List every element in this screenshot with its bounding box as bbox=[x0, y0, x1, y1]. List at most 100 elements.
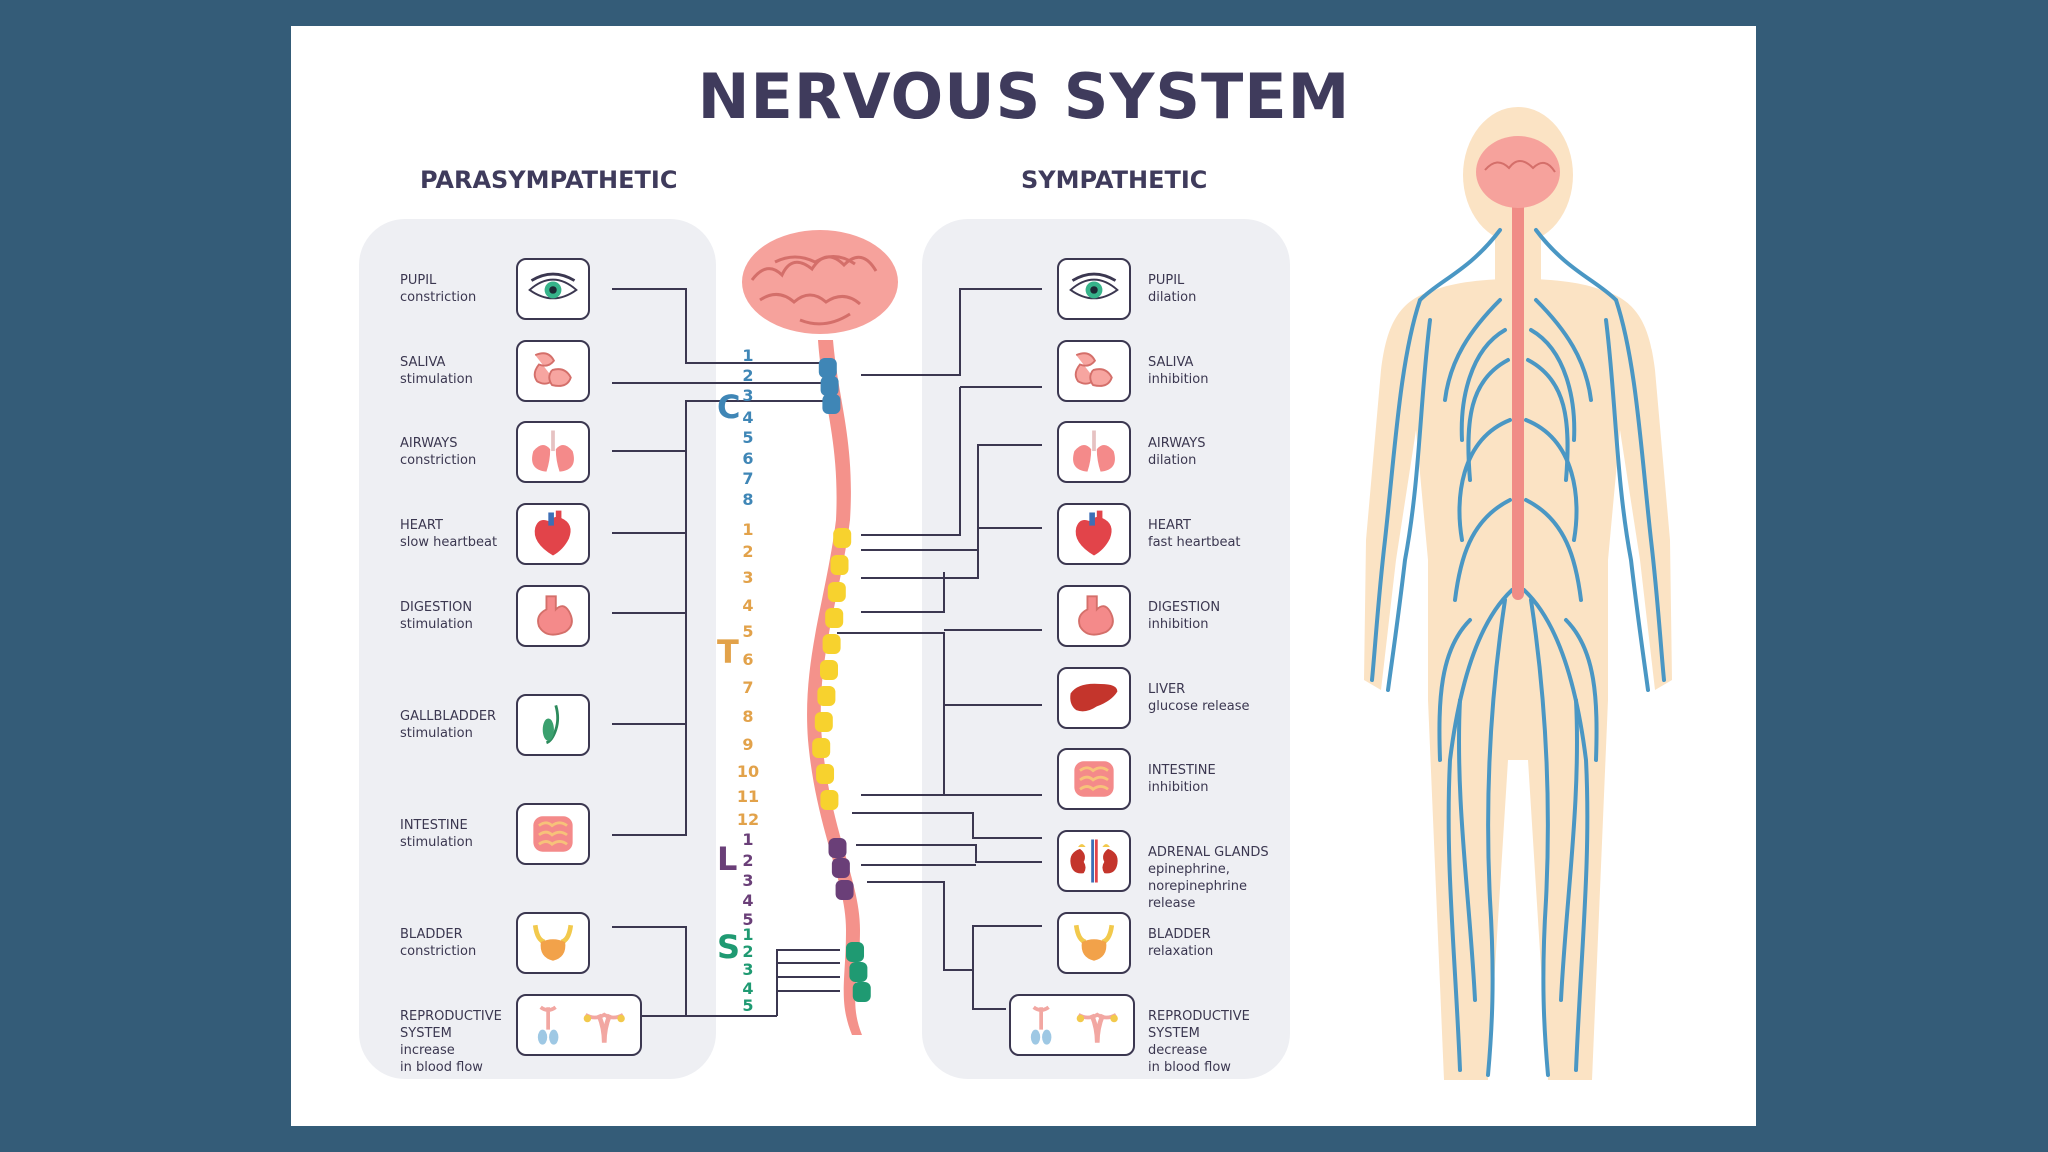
vertebra-number: 2 bbox=[742, 942, 754, 961]
reproductive-icon bbox=[516, 994, 642, 1056]
vertebra-number: 5 bbox=[742, 622, 754, 641]
para-label-pupil: PUPIL constriction bbox=[400, 272, 476, 306]
label-effect: slow heartbeat bbox=[400, 535, 498, 550]
spine-region-letter: L bbox=[717, 840, 738, 878]
vertebra-segment bbox=[822, 394, 841, 414]
lungs-icon bbox=[1057, 421, 1131, 483]
label-name: LIVER bbox=[1148, 682, 1186, 697]
symp-label-adrenal-glands: ADRENAL GLANDS epinephrine, norepinephrine… bbox=[1148, 844, 1269, 912]
vertebra-number: 4 bbox=[742, 596, 754, 615]
page-title: NERVOUS SYSTEM bbox=[697, 60, 1351, 133]
bladder-icon bbox=[516, 912, 590, 974]
vertebra-number: 8 bbox=[742, 490, 754, 509]
spine-region-letter: S bbox=[717, 928, 741, 966]
intestine-icon bbox=[1057, 748, 1131, 810]
label-name: BLADDER bbox=[1148, 927, 1211, 942]
vertebra-segment bbox=[814, 712, 833, 732]
label-effect: dilation bbox=[1148, 290, 1197, 305]
label-effect: decrease bbox=[1148, 1043, 1208, 1058]
body-brain bbox=[1476, 136, 1560, 208]
label-effect: epinephrine, bbox=[1148, 862, 1230, 877]
vertebra-segment bbox=[827, 582, 846, 602]
para-label-digestion: DIGESTION stimulation bbox=[400, 599, 473, 633]
label-name: REPRODUCTIVE bbox=[1148, 1009, 1250, 1024]
symp-label-pupil: PUPIL dilation bbox=[1148, 272, 1196, 306]
vertebra-number: 2 bbox=[742, 851, 754, 870]
kidney-icon bbox=[1057, 830, 1131, 892]
label-name: BLADDER bbox=[400, 927, 463, 942]
vertebra-number: 1 bbox=[742, 346, 754, 365]
lungs-icon bbox=[516, 421, 590, 483]
symp-label-liver: LIVER glucose release bbox=[1148, 681, 1250, 715]
eye-icon bbox=[1057, 258, 1131, 320]
vertebra-segment bbox=[852, 982, 871, 1002]
label-effect: relaxation bbox=[1148, 944, 1214, 959]
eye-icon bbox=[516, 258, 590, 320]
vertebra-segment bbox=[833, 528, 852, 548]
label-effect: glucose release bbox=[1148, 699, 1250, 714]
salivary-gland-icon bbox=[516, 340, 590, 402]
intestine-icon bbox=[516, 803, 590, 865]
label-name: PUPIL bbox=[400, 273, 437, 288]
vertebra-number: 9 bbox=[742, 735, 754, 754]
label-effect: inhibition bbox=[1148, 372, 1209, 387]
label-name2: SYSTEM bbox=[400, 1026, 452, 1041]
vertebra-segment bbox=[816, 764, 835, 784]
vertebra-number: 7 bbox=[742, 469, 754, 488]
label-name: SALIVA bbox=[400, 355, 446, 370]
spine-region-letter: T bbox=[717, 633, 739, 671]
vertebra-number: 11 bbox=[736, 787, 760, 806]
sympathetic-heading: SYMPATHETIC bbox=[1021, 166, 1208, 194]
vertebra-number: 8 bbox=[742, 707, 754, 726]
label-effect: stimulation bbox=[400, 372, 473, 387]
vertebra-number: 5 bbox=[742, 910, 754, 929]
vertebra-segment bbox=[812, 738, 831, 758]
vertebra-segment bbox=[835, 880, 854, 900]
label-name: INTESTINE bbox=[400, 818, 468, 833]
parasympathetic-heading: PARASYMPATHETIC bbox=[420, 166, 678, 194]
label-effect: increase bbox=[400, 1043, 455, 1058]
label-effect2: norepinephrine bbox=[1148, 879, 1248, 894]
label-effect: constriction bbox=[400, 290, 477, 305]
label-effect: inhibition bbox=[1148, 617, 1209, 632]
nerve-network bbox=[1370, 228, 1666, 1077]
label-name: INTESTINE bbox=[1148, 763, 1216, 778]
label-name: DIGESTION bbox=[400, 600, 473, 615]
vertebra-segment bbox=[817, 686, 836, 706]
vertebra-number: 6 bbox=[742, 449, 754, 468]
heart-icon bbox=[1057, 503, 1131, 565]
label-name: PUPIL bbox=[1148, 273, 1185, 288]
label-name: ADRENAL GLANDS bbox=[1148, 845, 1269, 860]
brain-icon bbox=[742, 230, 898, 334]
label-effect: stimulation bbox=[400, 617, 473, 632]
label-effect: inhibition bbox=[1148, 780, 1209, 795]
vertebra-segment bbox=[849, 962, 868, 982]
vertebra-number: 4 bbox=[742, 408, 754, 427]
vertebra-segment bbox=[828, 838, 847, 858]
label-name: GALLBLADDER bbox=[400, 709, 497, 724]
vertebra-number: 3 bbox=[742, 386, 754, 405]
bladder-icon bbox=[1057, 912, 1131, 974]
label-effect: constriction bbox=[400, 453, 477, 468]
vertebra-segment bbox=[818, 358, 837, 378]
vertebra-number: 1 bbox=[742, 925, 754, 944]
vertebra-number: 5 bbox=[742, 996, 754, 1015]
reproductive-icon bbox=[1009, 994, 1135, 1056]
symp-label-bladder: BLADDER relaxation bbox=[1148, 926, 1213, 960]
vertebra-segment bbox=[825, 608, 844, 628]
stomach-icon bbox=[1057, 585, 1131, 647]
vertebra-number: 1 bbox=[742, 520, 754, 539]
vertebra-number: 4 bbox=[742, 891, 754, 910]
vertebra-number: 2 bbox=[742, 542, 754, 561]
vertebra-number: 3 bbox=[742, 568, 754, 587]
